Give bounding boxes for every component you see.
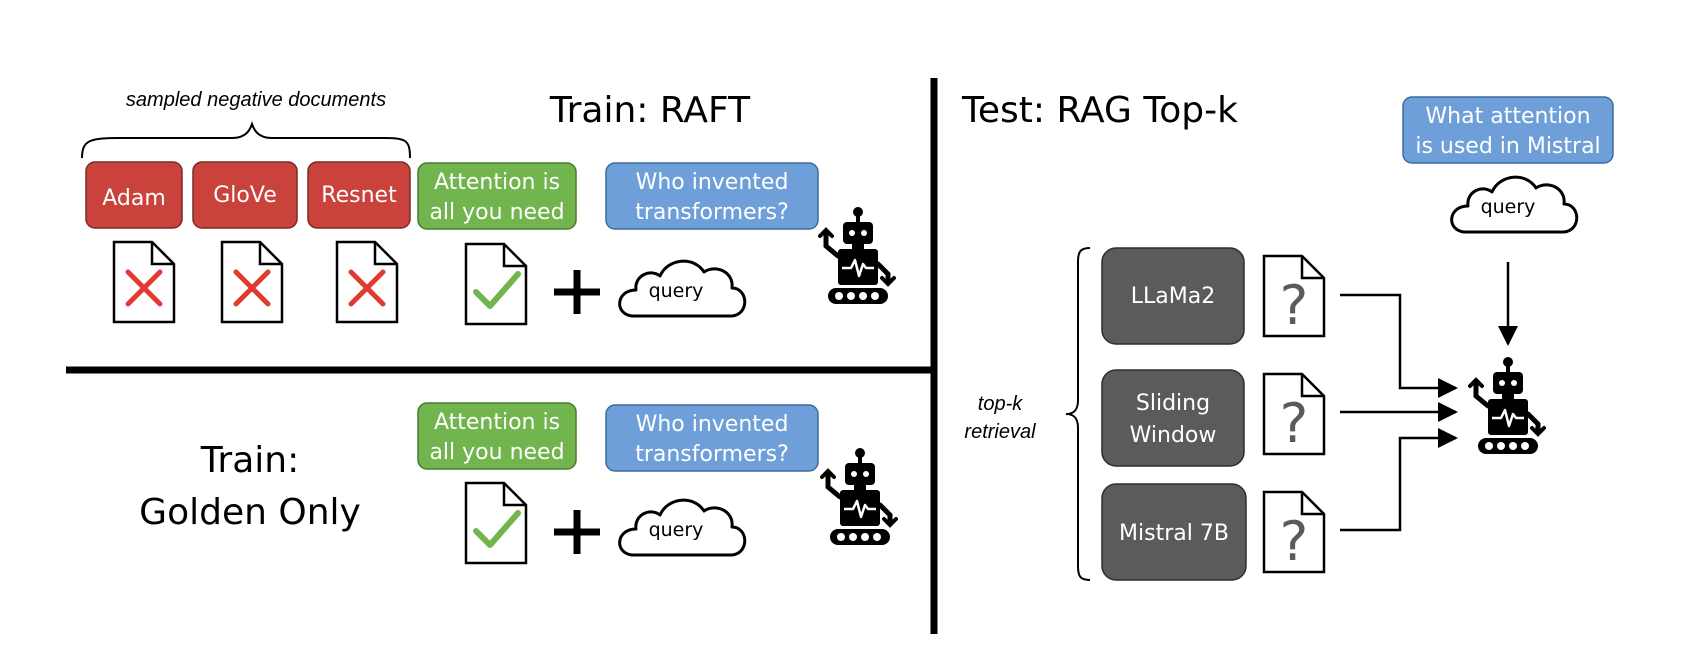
negatives-brace — [81, 120, 411, 159]
robot-icon — [822, 448, 896, 545]
train-golden-panel: Train: Golden Only Attention is all you … — [139, 402, 896, 565]
train-raft-panel: Train: RAFT sampled negative documents A… — [81, 89, 894, 326]
negative-doc-adam: Adam — [85, 161, 183, 229]
question-box: Who invented transformers? — [605, 404, 819, 472]
retrieved-doc-sliding-window: Sliding Window — [1101, 369, 1245, 467]
golden-doc-box: Attention is all you need — [417, 162, 577, 230]
question-line1: Who invented — [636, 170, 789, 195]
retrieved-doc-llama2: LLaMa2 — [1101, 247, 1245, 345]
negative-doc-label: Adam — [102, 186, 166, 211]
question-mark-icon: ? — [1280, 510, 1309, 573]
plus-icon — [554, 270, 600, 314]
wrong-icon — [125, 269, 163, 307]
arrow-llama2-to-robot — [1340, 293, 1458, 398]
golden-doc-box: Attention is all you need — [417, 402, 577, 470]
cloud-icon: query — [618, 259, 747, 318]
question-line1: Who invented — [636, 412, 789, 437]
retrieved-doc-label: LLaMa2 — [1131, 284, 1215, 309]
retrieved-doc-mistral-7b: Mistral 7B — [1101, 483, 1247, 581]
document-icon — [464, 242, 528, 326]
negative-doc-label: Resnet — [321, 183, 397, 208]
negative-doc-label: GloVe — [213, 183, 277, 208]
document-icon: ? — [1262, 254, 1326, 338]
negative-doc-glove: GloVe — [192, 161, 298, 229]
train-golden-title-line2: Golden Only — [139, 492, 361, 533]
retrieval-bracket — [1065, 247, 1091, 581]
check-icon — [473, 510, 521, 548]
robot-icon — [820, 207, 894, 304]
cloud-icon: query — [618, 498, 747, 557]
wrong-icon — [348, 269, 386, 307]
question-line2: transformers? — [635, 200, 789, 225]
test-question-box: What attention is used in Mistral — [1402, 96, 1614, 164]
test-panel: Test: RAG Top-k What attention is used i… — [961, 90, 1614, 581]
question-line2: transformers? — [635, 442, 789, 467]
query-label: query — [649, 519, 704, 541]
negative-doc-resnet: Resnet — [307, 161, 411, 229]
retrieval-label-line1: top-k — [978, 393, 1023, 415]
check-icon — [473, 271, 521, 309]
retrieved-doc-label-line2: Window — [1130, 423, 1217, 448]
train-golden-title-line1: Train: — [200, 440, 300, 481]
retrieved-doc-label: Mistral 7B — [1119, 521, 1229, 546]
test-question-line1: What attention — [1425, 104, 1590, 129]
golden-doc-line2: all you need — [429, 440, 564, 465]
train-raft-title: Train: RAFT — [549, 90, 751, 131]
test-title: Test: RAG Top-k — [961, 90, 1238, 131]
golden-doc-line1: Attention is — [434, 170, 560, 195]
plus-icon — [554, 510, 600, 554]
robot-icon — [1470, 357, 1544, 454]
cloud-icon: query — [1450, 175, 1579, 234]
query-label: query — [1481, 196, 1536, 218]
document-icon: ? — [1262, 372, 1326, 456]
test-question-line2: is used in Mistral — [1415, 134, 1600, 159]
golden-doc-line1: Attention is — [434, 410, 560, 435]
document-icon — [335, 240, 399, 324]
document-icon — [112, 240, 176, 324]
retrieval-label-line2: retrieval — [964, 421, 1036, 443]
document-icon — [220, 240, 284, 324]
question-box: Who invented transformers? — [605, 162, 819, 230]
wrong-icon — [233, 269, 271, 307]
golden-doc-line2: all you need — [429, 200, 564, 225]
negatives-caption: sampled negative documents — [126, 89, 386, 111]
arrow-mistral-to-robot — [1340, 428, 1458, 532]
question-mark-icon: ? — [1280, 274, 1309, 337]
document-icon: ? — [1262, 490, 1326, 574]
retrieved-doc-label-line1: Sliding — [1136, 391, 1210, 416]
document-icon — [464, 481, 528, 565]
query-label: query — [649, 280, 704, 302]
question-mark-icon: ? — [1280, 392, 1309, 455]
